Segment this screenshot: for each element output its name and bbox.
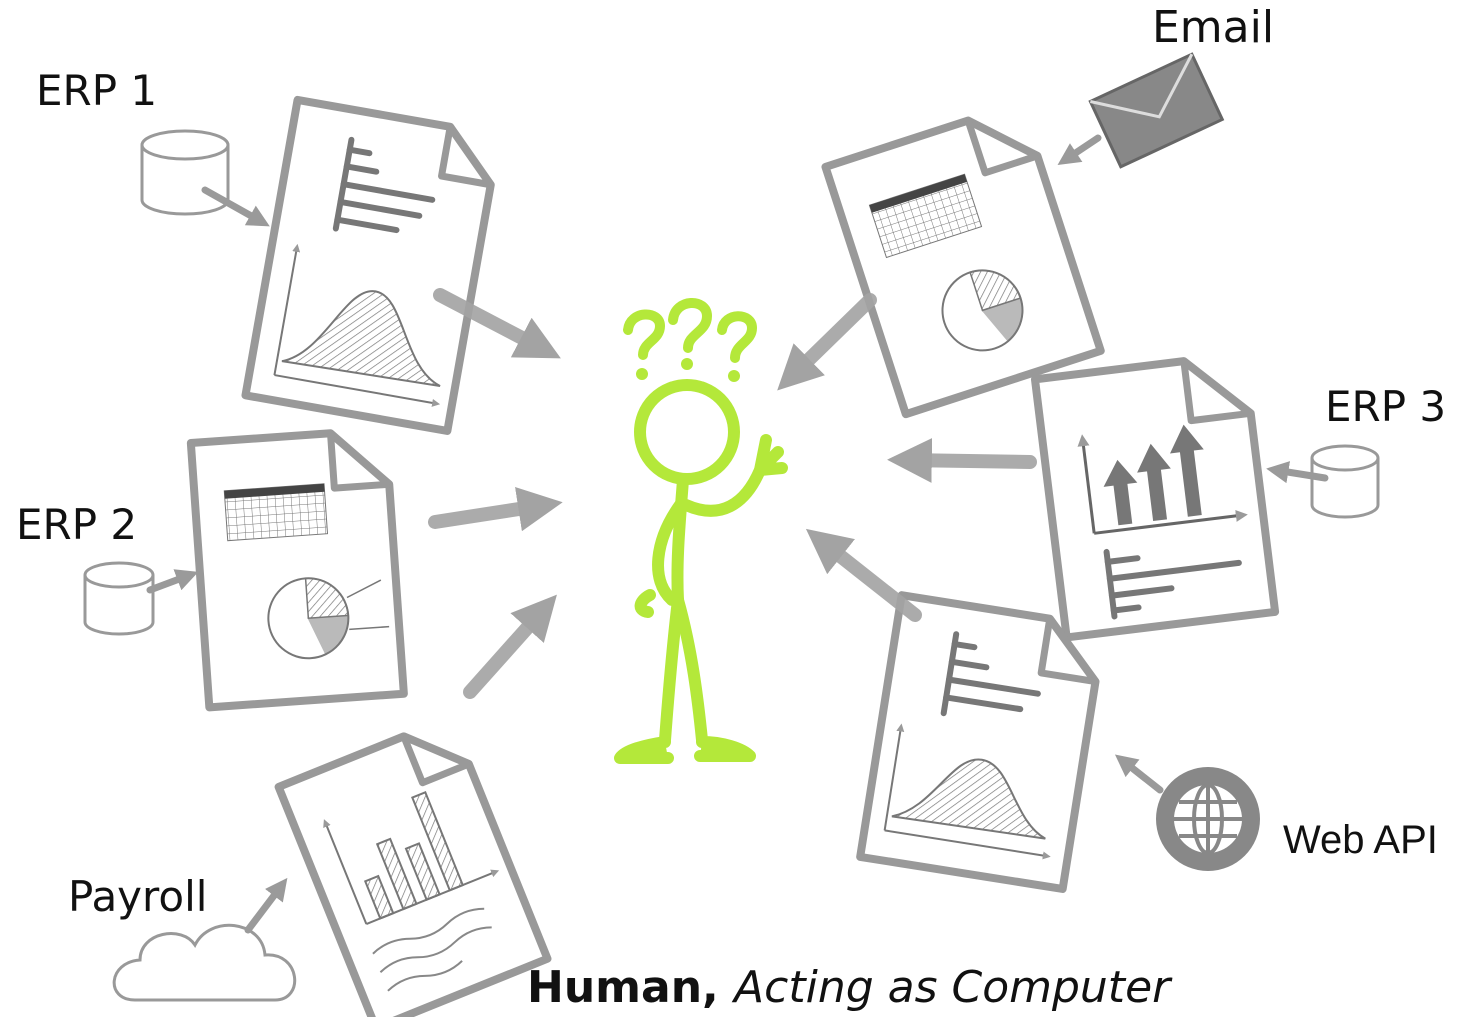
database-icon xyxy=(140,129,230,216)
document-erp1 xyxy=(241,95,495,435)
database-icon xyxy=(1310,444,1380,519)
document-email xyxy=(821,116,1105,419)
document-web-api xyxy=(856,591,1100,893)
document-erp3 xyxy=(1030,357,1280,642)
label-payroll: Payroll xyxy=(68,872,208,921)
stick-figure-icon xyxy=(614,298,788,764)
flow-arrows xyxy=(428,288,1037,699)
source-arrows xyxy=(146,134,1329,934)
globe-icon xyxy=(1156,767,1260,871)
label-erp3: ERP 3 xyxy=(1325,382,1447,431)
database-icon xyxy=(83,561,155,636)
label-web-api: Web API xyxy=(1283,818,1438,862)
caption-prefix: Human, xyxy=(527,962,735,1013)
label-erp2: ERP 2 xyxy=(16,500,138,549)
diagram-caption: Human, Acting as Computer xyxy=(527,962,1170,1013)
label-email: Email xyxy=(1152,2,1275,53)
label-erp1: ERP 1 xyxy=(36,66,158,115)
envelope-icon xyxy=(1088,52,1225,169)
cloud-icon xyxy=(112,923,297,1002)
caption-emphasis: Acting as Computer xyxy=(734,962,1171,1013)
document-payroll xyxy=(274,732,552,1017)
document-erp2 xyxy=(186,429,408,712)
